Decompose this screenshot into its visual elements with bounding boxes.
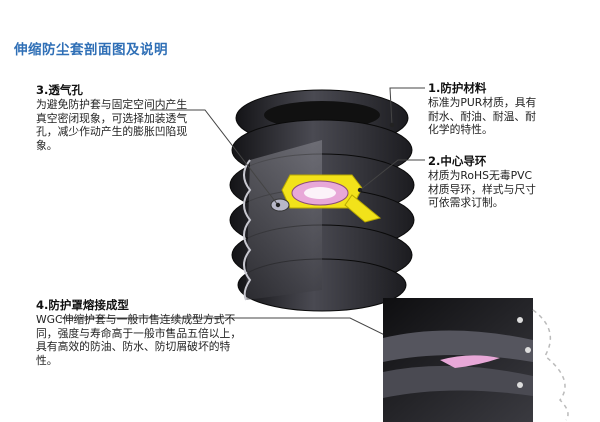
section-heading: 1.防护材料 xyxy=(428,81,487,95)
section-center-guide-ring: 2.中心导环 材质为RoHS无毒PVC 材质导环，样式与尺寸 可依需求订制。 xyxy=(428,154,598,210)
center-guide-ring xyxy=(270,174,382,223)
section-body: 材质为RoHS无毒PVC 材质导环，样式与尺寸 可依需求订制。 xyxy=(428,169,536,210)
section-body: 为避免防护套与固定空间内产生 真空密闭现象，可选择加装透气 孔，减少作动产生的膨… xyxy=(36,98,188,152)
section-protective-material: 1.防护材料 标准为PUR材质，具有 耐水、耐油、耐温、耐 化学的特性。 xyxy=(428,81,598,137)
welding-detail-zoom xyxy=(383,298,569,422)
section-body: 标准为PUR材质，具有 耐水、耐油、耐温、耐 化学的特性。 xyxy=(428,96,537,137)
section-breather-hole: 3.透气孔 为避免防护套与固定空间内产生 真空密闭现象，可选择加装透气 孔，减少… xyxy=(36,83,266,152)
section-body: WGC伸缩护套与一般市售连续成型方式不 同，强度与寿命高于一般市售品五倍以上， … xyxy=(36,313,242,367)
section-welded-forming: 4.防护罩熔接成型 WGC伸缩护套与一般市售连续成型方式不 同，强度与寿命高于一… xyxy=(36,298,336,367)
section-heading: 4.防护罩熔接成型 xyxy=(36,298,129,312)
page-title: 伸缩防尘套剖面图及说明 xyxy=(14,42,168,58)
leader-lines xyxy=(60,87,425,341)
section-heading: 2.中心导环 xyxy=(428,154,487,168)
section-heading: 3.透气孔 xyxy=(36,83,83,97)
